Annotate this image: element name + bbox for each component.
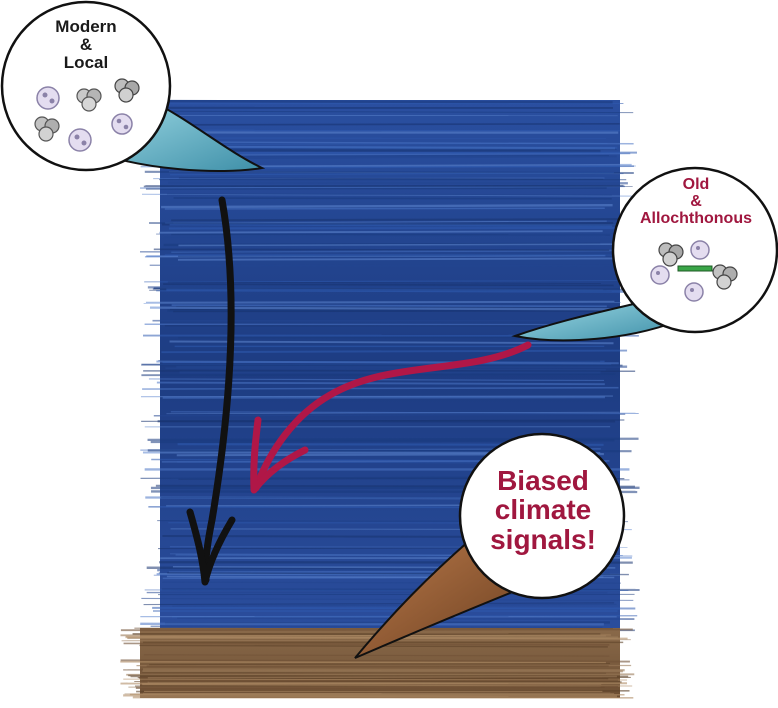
water-streak — [156, 290, 627, 293]
sediment-streak — [125, 634, 611, 637]
water-streak — [164, 141, 634, 145]
modern-line1: Modern — [55, 17, 117, 36]
bubble-biased-label: Biased climate signals! — [468, 465, 618, 555]
spore-tetrad-icon — [34, 116, 60, 142]
water-streak — [141, 419, 625, 423]
water-streak — [153, 413, 626, 417]
sediment-streak — [135, 685, 619, 689]
sediment-streak — [120, 659, 630, 663]
water-streak — [143, 301, 621, 304]
water-streak — [161, 110, 634, 114]
pollen-grain-icon — [684, 282, 704, 302]
water-streak — [142, 386, 619, 390]
water-streak — [150, 625, 603, 629]
water-streak — [139, 251, 619, 254]
curved-arrow-icon — [250, 341, 532, 494]
water-streak — [164, 207, 605, 210]
water-streak — [161, 203, 613, 209]
sediment-streak — [123, 678, 628, 681]
water-streak — [171, 304, 607, 308]
water-streak — [143, 602, 615, 606]
pollen-grain-icon — [650, 265, 670, 285]
spore-tetrad-icon — [114, 78, 140, 103]
down-arrow-icon — [186, 196, 236, 586]
water-streak — [144, 323, 624, 326]
bubble-modern-label: Modern & Local — [26, 18, 146, 72]
biased-line2: climate — [494, 494, 592, 526]
water-streak — [140, 622, 604, 626]
water-streak — [166, 193, 612, 196]
spore-tetrad-icon — [76, 88, 102, 112]
spore-tetrad-icon — [658, 242, 684, 267]
sediment-streak — [147, 675, 617, 679]
sediment-streak — [142, 668, 625, 672]
water-streak — [156, 360, 619, 365]
sediment-streak — [142, 684, 633, 687]
sediment-streak — [120, 628, 633, 632]
old-line3: Allochthonous — [640, 209, 752, 227]
water-streak — [140, 185, 625, 189]
water-streak — [167, 281, 601, 285]
water-streak — [144, 280, 628, 283]
water-streak — [153, 248, 610, 251]
sediment-streak — [147, 681, 603, 684]
water-streak — [164, 265, 603, 267]
bubble-old-allochthonous — [511, 166, 778, 342]
water-streak — [169, 340, 614, 345]
sediment-streak — [134, 679, 618, 683]
water-streak — [173, 197, 612, 200]
modern-line2: & — [79, 34, 93, 54]
sediment-streak — [123, 694, 617, 698]
water-streak — [141, 597, 634, 601]
old-line2: & — [690, 192, 702, 210]
water-streak — [159, 230, 603, 234]
pollen-grain-icon — [111, 113, 133, 135]
sediment-streak — [142, 672, 607, 674]
water-streak — [152, 146, 618, 150]
water-streak — [145, 300, 615, 303]
water-streak — [152, 99, 613, 104]
water-streak — [145, 185, 633, 187]
water-streak — [170, 411, 639, 414]
water-streak — [165, 367, 606, 371]
sediment-streak — [143, 654, 610, 657]
spore-tetrad-icon — [712, 264, 738, 290]
sediment-streak — [149, 662, 610, 666]
sediment-streak — [120, 660, 606, 664]
water-streak — [170, 123, 620, 126]
water-streak — [173, 310, 608, 313]
water-streak — [172, 603, 617, 607]
pollen-grain-icon — [690, 240, 710, 260]
bubble-modern-local — [0, 0, 266, 172]
biased-line1: Biased — [497, 465, 589, 496]
old-line1: Old — [682, 176, 710, 193]
bubble-biased-signals — [354, 432, 626, 659]
water-streak — [163, 283, 614, 287]
water-streak — [177, 257, 624, 261]
biased-line3: signals! — [490, 523, 596, 555]
water-streak — [145, 187, 607, 190]
water-streak — [149, 306, 613, 311]
water-streak — [164, 234, 606, 238]
bubble-old-label: Old & Allochthonous — [619, 176, 773, 227]
pollen-grain-icon — [68, 128, 92, 152]
water-streak — [152, 606, 636, 610]
water-streak — [166, 288, 624, 292]
water-streak — [141, 363, 623, 367]
modern-line3: Local — [63, 52, 109, 72]
water-streak — [168, 181, 628, 185]
water-streak — [178, 177, 604, 180]
water-streak — [171, 218, 628, 222]
water-streak — [170, 172, 614, 176]
sediment-streaks — [120, 627, 635, 699]
pollen-grain-icon — [36, 86, 60, 110]
water-streak — [169, 223, 613, 228]
water-streak — [161, 349, 628, 354]
water-streak — [178, 243, 618, 247]
